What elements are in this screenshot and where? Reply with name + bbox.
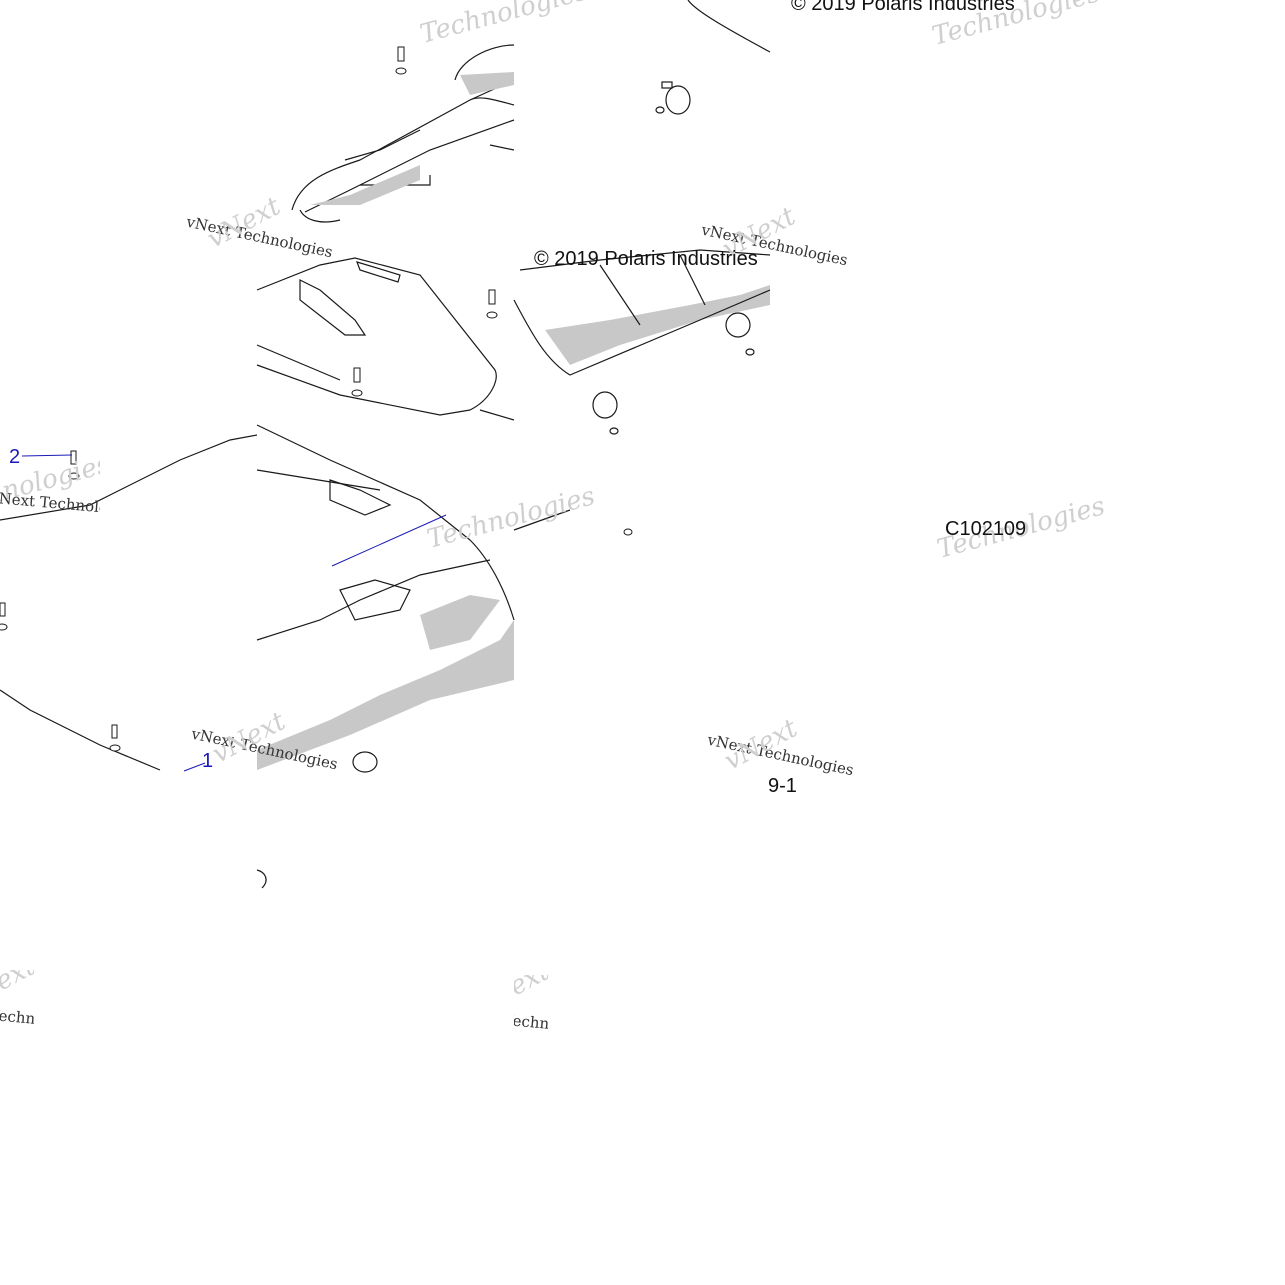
copyright-notice-clip: © 2019 Polaris Industries — [514, 245, 844, 273]
rear-rack-main-body — [0, 424, 571, 771]
storage-lid-panel — [256, 257, 515, 421]
bolt-icon — [0, 450, 633, 752]
copyright-notice-clip: © 2019 Polaris Industries — [771, 0, 1028, 14]
clamp-icon — [256, 751, 378, 889]
watermark-fragment: vNext vNext Technologies — [0, 970, 34, 1030]
bolt-icon — [395, 46, 407, 75]
watermark-fragment: vNext vNext Technologies — [514, 975, 548, 1035]
callout-1: 1 — [202, 750, 214, 772]
copyright-notice: © 2019 Polaris Industries — [534, 248, 758, 270]
page-number: 9-1 — [768, 775, 797, 797]
rear-rack-main-body-shading — [257, 595, 514, 770]
bolt-icon — [351, 289, 498, 397]
clamp-icon — [592, 312, 755, 435]
watermark-text: vNext Technologies — [0, 488, 100, 520]
clamp-icon — [655, 81, 691, 115]
copyright-notice: © 2019 Polaris Industries — [791, 0, 1015, 14]
rear-rack-upper-shading — [310, 72, 514, 205]
callout-2: 2 — [9, 446, 21, 468]
side-panel-shading — [545, 285, 770, 365]
watermark-text: vNext Technologies — [514, 1007, 548, 1035]
drawing-code-clip: C102109 — [940, 515, 1028, 543]
watermark-text: vNext Technologies — [0, 1002, 34, 1030]
side-panel-outline — [513, 249, 771, 376]
drawing-code: C102109 — [945, 518, 1027, 540]
rack-edge-upper-right — [687, 0, 771, 53]
page-number-clip: 9-1 — [768, 772, 808, 800]
callout-leaders — [21, 454, 447, 772]
